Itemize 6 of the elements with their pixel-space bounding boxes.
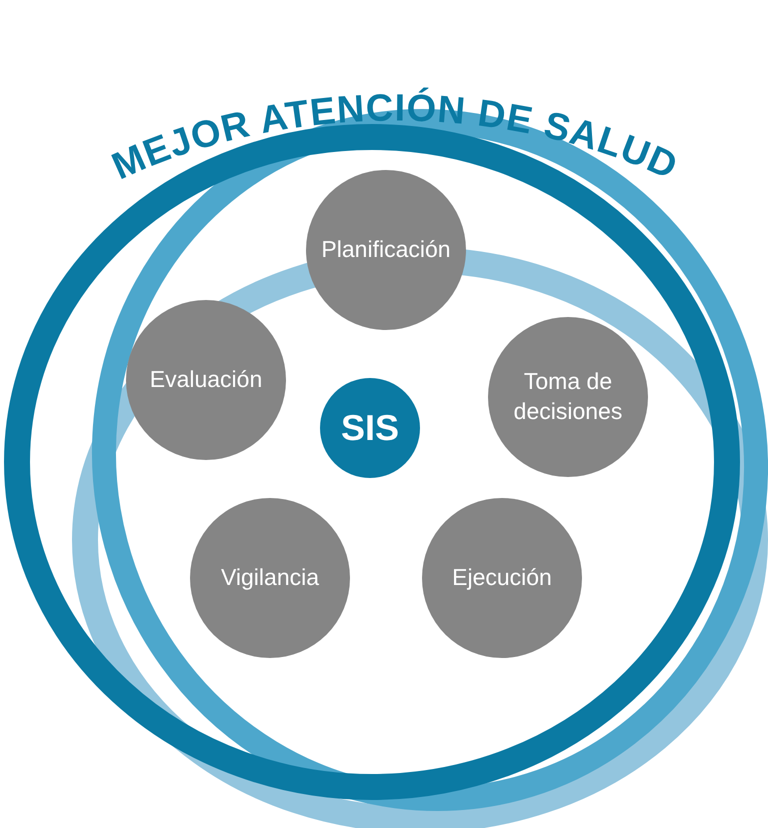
- node-label: Toma de decisiones: [512, 367, 624, 426]
- node-label: Planificación: [321, 235, 451, 264]
- node-label: SIS: [340, 406, 400, 450]
- node-label: Evaluación: [150, 365, 262, 394]
- node-label: Vigilancia: [220, 563, 320, 592]
- node-label: Ejecución: [452, 563, 552, 592]
